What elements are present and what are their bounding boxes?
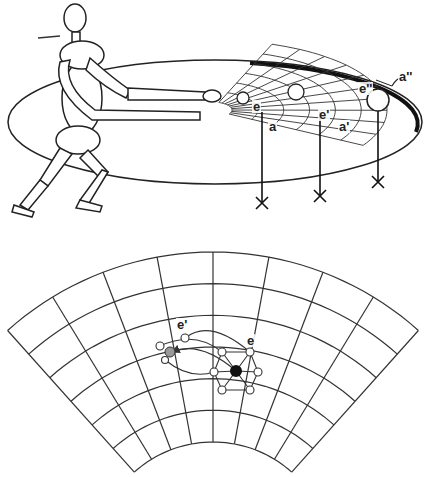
mannequin — [12, 4, 221, 217]
grid-line — [237, 83, 284, 124]
grid-line — [103, 272, 171, 449]
grid-line — [134, 442, 291, 472]
callout-letter: a — [268, 120, 277, 133]
callout-letter: a' — [338, 120, 350, 133]
callout-letter: e' — [318, 108, 330, 121]
grid-line — [229, 114, 363, 145]
projection-lines — [256, 108, 384, 209]
upper-fan-grid — [219, 44, 387, 145]
grid-line — [263, 54, 361, 140]
sphere — [288, 84, 304, 100]
thick-arc — [250, 63, 418, 132]
reach-ellipse — [8, 60, 422, 184]
lower-fan-grid — [8, 252, 419, 472]
grid-line — [225, 56, 325, 103]
grid-line — [254, 64, 335, 135]
callout-letter: a'' — [398, 70, 413, 83]
callout-letter: e — [246, 334, 255, 347]
grid-line — [245, 73, 309, 129]
grid-line — [232, 111, 385, 122]
grid-line — [53, 297, 152, 459]
callout-letter: e' — [176, 318, 188, 331]
leader — [376, 80, 392, 86]
target-node — [165, 347, 175, 357]
grid-line — [234, 257, 268, 444]
winner-node — [230, 365, 242, 377]
grid-line — [292, 330, 419, 472]
grid-nodes — [156, 334, 262, 394]
neighbour-links — [160, 331, 258, 390]
callout-letter: e'' — [358, 82, 373, 95]
sphere — [237, 92, 249, 104]
grid-line — [8, 330, 135, 472]
callout-letter: e — [252, 100, 261, 113]
grid-line — [157, 257, 191, 444]
grid-line — [212, 252, 213, 442]
grid-line — [272, 44, 387, 145]
grid-line — [255, 272, 323, 449]
dash-mark — [38, 36, 60, 38]
grid-line — [274, 297, 373, 459]
